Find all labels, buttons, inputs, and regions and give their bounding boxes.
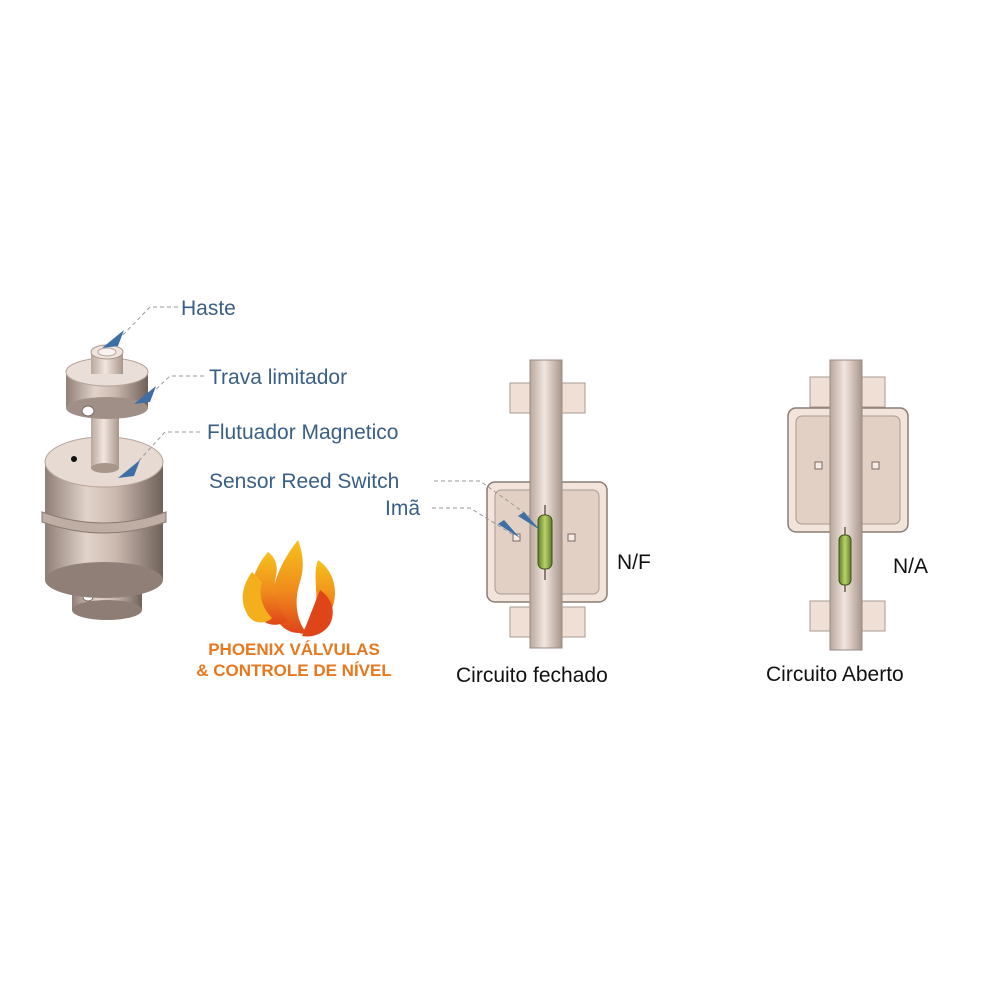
rod-closed <box>529 359 563 649</box>
magnet-open-left <box>814 461 823 470</box>
reed-switch-open <box>838 534 852 586</box>
rod-open <box>829 359 863 651</box>
magnet-closed-left <box>512 533 521 542</box>
label-arrows <box>102 330 156 478</box>
open-state-code: N/A <box>893 555 929 578</box>
open-circuit-schematic <box>787 359 909 651</box>
magnet-closed-right <box>567 533 576 542</box>
label-ima: Imã <box>385 497 421 520</box>
float-assembly-illustration <box>41 344 167 620</box>
limiter-collar <box>65 357 149 419</box>
label-sensor-reed-switch: Sensor Reed Switch <box>209 470 400 493</box>
closed-state-caption: Circuito fechado <box>456 664 608 687</box>
logo-line-1: PHOENIX VÁLVULAS <box>208 640 380 659</box>
top-rod <box>90 344 124 374</box>
label-leaders <box>117 306 204 466</box>
reed-switch-closed <box>537 514 553 570</box>
label-trava-limitador: Trava limitador <box>209 366 348 389</box>
closed-circuit-schematic <box>432 359 608 649</box>
closed-arrows <box>498 512 540 538</box>
label-haste: Haste <box>181 297 236 320</box>
logo-line-2: & CONTROLE DE NÍVEL <box>196 661 392 680</box>
magnet-open-right <box>871 461 880 470</box>
magnetic-float-body <box>41 436 167 598</box>
closed-state-code: N/F <box>617 551 651 574</box>
closed-leaders <box>432 480 534 535</box>
label-flutuador-magnetico: Flutuador Magnetico <box>207 421 399 444</box>
phoenix-logo-emblem <box>242 540 336 637</box>
open-state-caption: Circuito Aberto <box>766 663 904 686</box>
